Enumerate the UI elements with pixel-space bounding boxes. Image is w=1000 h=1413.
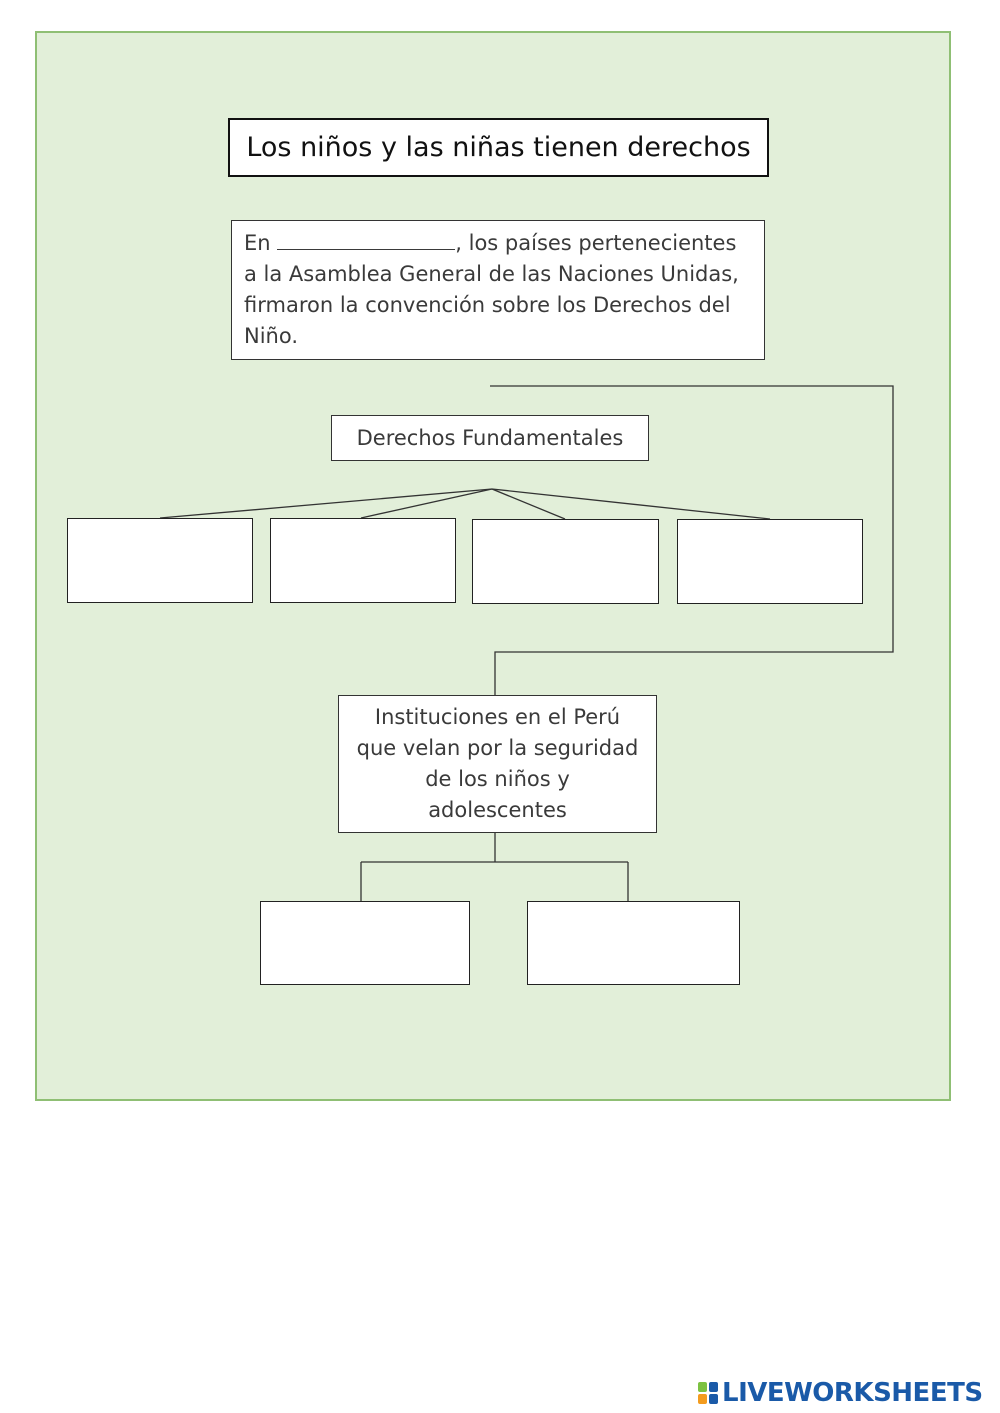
- right-answer-box-2[interactable]: [270, 518, 456, 603]
- institution-answer-box-1[interactable]: [260, 901, 470, 985]
- intro-year-blank[interactable]: [277, 229, 456, 250]
- right-answer-box-4[interactable]: [677, 519, 863, 604]
- intro-statement: En , los países pertenecientes a la Asam…: [231, 220, 765, 360]
- right-answer-box-1[interactable]: [67, 518, 253, 603]
- institution-answer-box-2[interactable]: [527, 901, 740, 985]
- rights-heading: Derechos Fundamentales: [331, 415, 649, 461]
- institutions-heading: Instituciones en el Perú que velan por l…: [338, 695, 657, 833]
- worksheet-title: Los niños y las niñas tienen derechos: [228, 118, 769, 177]
- liveworksheets-logo-icon: [698, 1382, 718, 1404]
- intro-prefix: En: [244, 231, 271, 255]
- right-answer-box-3[interactable]: [472, 519, 659, 604]
- liveworksheets-logo-text: LIVEWORKSHEETS: [722, 1378, 983, 1408]
- intro-suffix: , los países pertenecientes a la Asamble…: [244, 231, 739, 348]
- liveworksheets-logo: LIVEWORKSHEETS: [698, 1376, 983, 1410]
